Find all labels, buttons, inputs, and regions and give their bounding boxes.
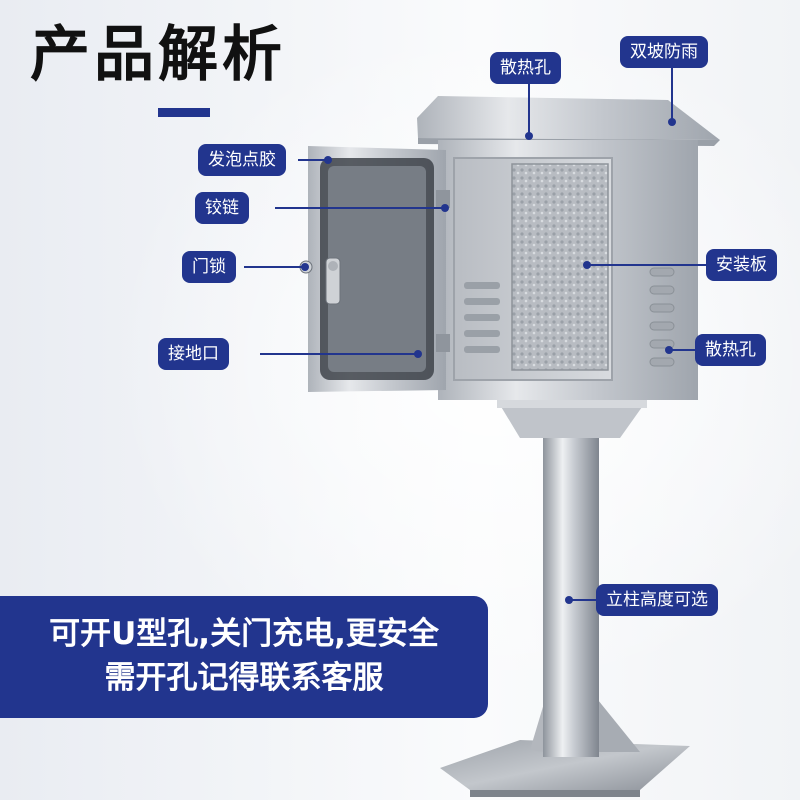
label-ground-port: 接地口 (158, 338, 229, 370)
callout-line (298, 159, 328, 161)
callout-line (586, 264, 710, 266)
banner-line-1: 可开U型孔,关门充电,更安全 (49, 616, 439, 652)
callout-line (275, 207, 445, 209)
callout-line (568, 599, 598, 601)
label-double-slope-roof: 双坡防雨 (620, 36, 708, 68)
label-foam-glue: 发泡点胶 (198, 144, 286, 176)
callout-dot (324, 156, 332, 164)
callout-dot (525, 132, 533, 140)
callout-dot (414, 350, 422, 358)
callout-line (671, 66, 673, 122)
banner-line-2: 需开孔记得联系客服 (104, 660, 384, 696)
page-title: 产品解析 (30, 20, 286, 90)
callout-dot (583, 261, 591, 269)
callout-line (668, 349, 698, 351)
callout-dot (668, 118, 676, 126)
label-vent-top: 散热孔 (490, 52, 561, 84)
label-pole-height: 立柱高度可选 (596, 584, 718, 616)
callout-line (528, 84, 530, 136)
callout-line (244, 266, 304, 268)
promo-banner: 可开U型孔,关门充电,更安全 需开孔记得联系客服 (0, 596, 488, 718)
callout-dot (565, 596, 573, 604)
label-mounting-plate: 安装板 (706, 249, 777, 281)
label-vent-side: 散热孔 (695, 334, 766, 366)
label-door-lock: 门锁 (182, 251, 236, 283)
callout-dot (441, 204, 449, 212)
label-hinge: 铰链 (195, 192, 249, 224)
callout-dot (665, 346, 673, 354)
title-underline (158, 108, 210, 117)
callout-dot (301, 263, 309, 271)
callout-line (260, 353, 418, 355)
